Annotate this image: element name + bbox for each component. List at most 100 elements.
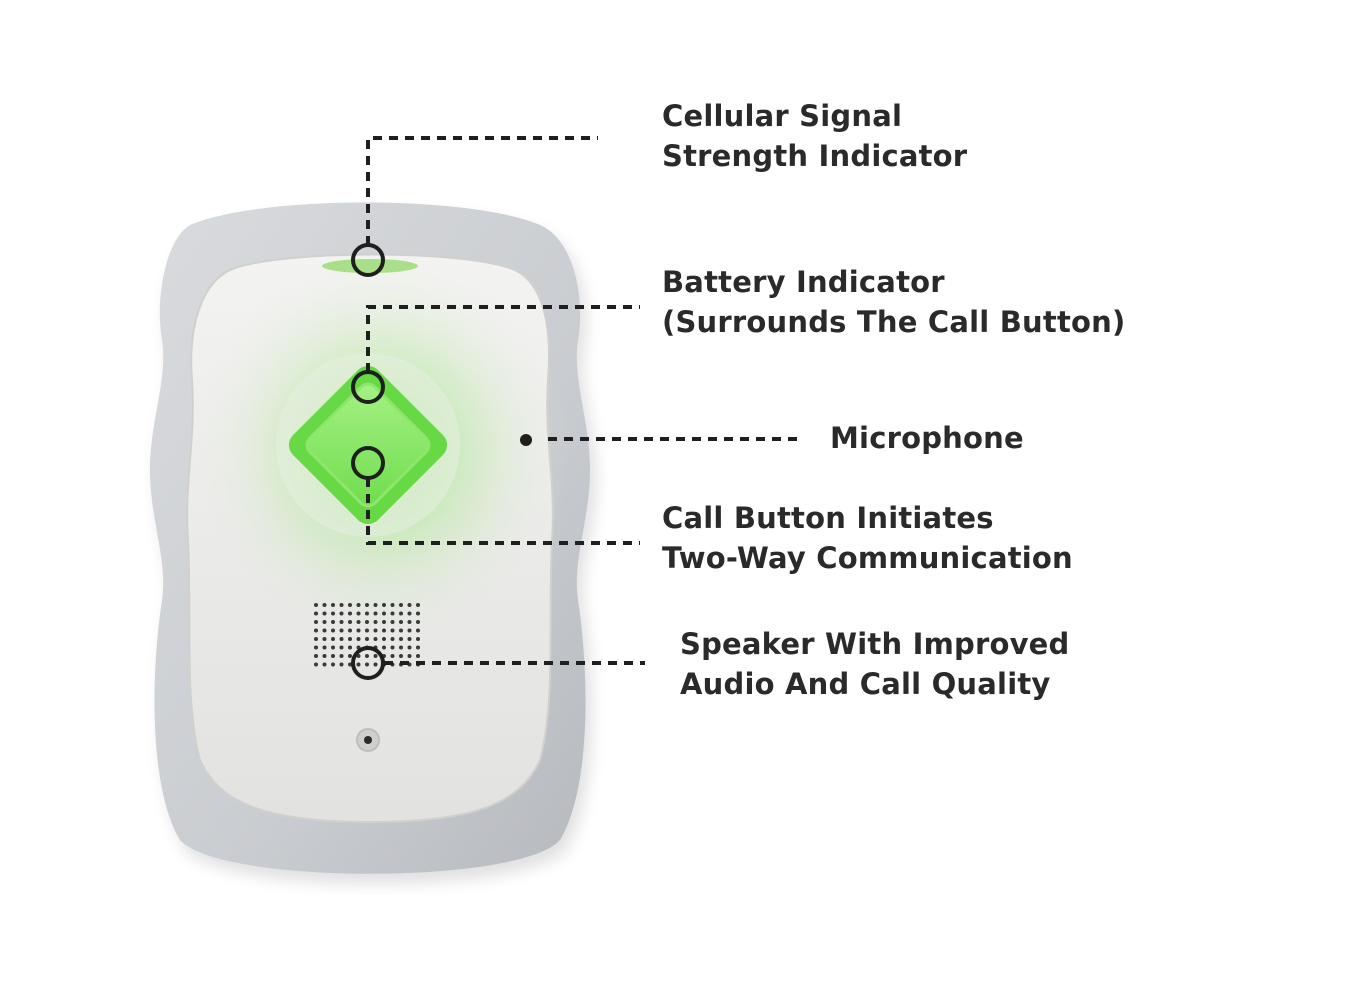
speaker-grille-dot <box>322 645 327 650</box>
speaker-grille-dot <box>382 603 386 607</box>
speaker-grille-dot <box>382 637 386 641</box>
speaker-grille-icon <box>314 603 420 667</box>
label-call-button-line1: Call Button Initiates <box>662 501 994 535</box>
speaker-grille-dot <box>339 603 344 607</box>
speaker-grille-dot <box>339 620 344 624</box>
speaker-grille-dot <box>348 662 352 667</box>
speaker-grille-dot <box>339 662 344 667</box>
speaker-grille-dot <box>407 603 412 607</box>
marker-battery <box>351 370 385 404</box>
speaker-grille-dot <box>314 603 318 607</box>
speaker-grille-dot <box>331 611 335 616</box>
reset-hole-center <box>364 736 372 744</box>
speaker-grille-dot <box>322 628 327 633</box>
speaker-grille-dot <box>416 611 420 616</box>
speaker-grille-dot <box>348 620 352 624</box>
speaker-grille-dot <box>322 611 327 616</box>
speaker-grille-dot <box>390 620 395 624</box>
speaker-grille-dot <box>314 620 318 624</box>
speaker-grille-dot <box>356 628 361 633</box>
speaker-grille-dot <box>416 637 420 641</box>
speaker-grille-dot <box>416 628 420 633</box>
label-cellular-signal-line1: Cellular Signal <box>662 99 903 133</box>
speaker-grille-dot <box>339 611 344 616</box>
speaker-grille-dot <box>382 611 386 616</box>
speaker-grille-dot <box>322 620 327 624</box>
speaker-grille-dot <box>407 654 412 658</box>
call-button-icon[interactable] <box>283 360 453 530</box>
speaker-grille-dot <box>416 645 420 650</box>
speaker-grille-dot <box>314 611 318 616</box>
speaker-grille-dot <box>348 654 352 658</box>
speaker-grille-dot <box>390 603 395 607</box>
speaker-grille-dot <box>390 637 395 641</box>
label-microphone: Microphone <box>830 418 1024 458</box>
speaker-grille-dot <box>399 603 403 607</box>
signal-indicator-slot <box>322 259 418 273</box>
speaker-grille-dot <box>348 637 352 641</box>
speaker-grille-dot <box>390 654 395 658</box>
speaker-grille-dot <box>322 654 327 658</box>
marker-microphone <box>520 434 532 446</box>
speaker-grille-dot <box>314 628 318 633</box>
leader-line-call-button <box>366 478 640 545</box>
speaker-grille-dot <box>407 645 412 650</box>
speaker-grille-dot <box>339 637 344 641</box>
label-cellular-signal-line2: Strength Indicator <box>662 139 968 173</box>
speaker-grille-dot <box>365 611 369 616</box>
speaker-grille-dot <box>331 637 335 641</box>
label-battery-line1: Battery Indicator <box>662 265 945 299</box>
speaker-grille-dot <box>356 662 361 667</box>
speaker-grille-dot <box>339 645 344 650</box>
speaker-grille-dot <box>373 628 378 633</box>
leader-line-cellular-signal <box>366 136 598 245</box>
speaker-grille-dot <box>373 654 378 658</box>
marker-speaker <box>351 646 385 680</box>
speaker-grille-dot <box>416 620 420 624</box>
speaker-grille-dot <box>399 628 403 633</box>
speaker-grille-dot <box>399 654 403 658</box>
speaker-grille-dot <box>373 662 378 667</box>
speaker-grille-dot <box>416 654 420 658</box>
speaker-grille-dot <box>331 628 335 633</box>
speaker-grille-dot <box>339 628 344 633</box>
label-speaker: Speaker With Improved Audio And Call Qua… <box>680 624 1070 704</box>
speaker-grille-dot <box>365 654 369 658</box>
label-cellular-signal: Cellular Signal Strength Indicator <box>662 96 967 176</box>
speaker-grille-dot <box>356 611 361 616</box>
speaker-grille-dot <box>314 662 318 667</box>
speaker-grille-dot <box>373 620 378 624</box>
speaker-grille-dot <box>407 620 412 624</box>
speaker-grille-dot <box>331 654 335 658</box>
speaker-grille-dot <box>399 611 403 616</box>
speaker-grille-dot <box>382 645 386 650</box>
label-call-button: Call Button Initiates Two-Way Communicat… <box>662 498 1073 578</box>
speaker-grille-dot <box>314 637 318 641</box>
speaker-grille-dot <box>407 628 412 633</box>
speaker-grille-dot <box>407 637 412 641</box>
speaker-grille-dot <box>348 628 352 633</box>
speaker-grille-dot <box>373 603 378 607</box>
speaker-grille-dot <box>399 645 403 650</box>
speaker-grille-dot <box>314 654 318 658</box>
speaker-grille-dot <box>390 628 395 633</box>
label-speaker-line1: Speaker With Improved <box>680 627 1070 661</box>
speaker-grille-dot <box>356 637 361 641</box>
speaker-grille-dot <box>365 620 369 624</box>
medical-alert-device-icon <box>150 202 596 884</box>
speaker-grille-dot <box>356 620 361 624</box>
speaker-grille-dot <box>331 645 335 650</box>
marker-cellular-signal <box>351 243 385 277</box>
label-microphone-line1: Microphone <box>830 421 1024 455</box>
speaker-grille-dot <box>373 637 378 641</box>
speaker-grille-dot <box>416 603 420 607</box>
speaker-grille-dot <box>339 654 344 658</box>
label-call-button-line2: Two-Way Communication <box>662 541 1073 575</box>
speaker-grille-dot <box>407 611 412 616</box>
speaker-grille-dot <box>390 611 395 616</box>
speaker-grille-dot <box>399 620 403 624</box>
speaker-grille-dot <box>356 603 361 607</box>
speaker-grille-dot <box>365 603 369 607</box>
label-battery-line2: (Surrounds The Call Button) <box>662 305 1126 339</box>
speaker-grille-dot <box>314 645 318 650</box>
